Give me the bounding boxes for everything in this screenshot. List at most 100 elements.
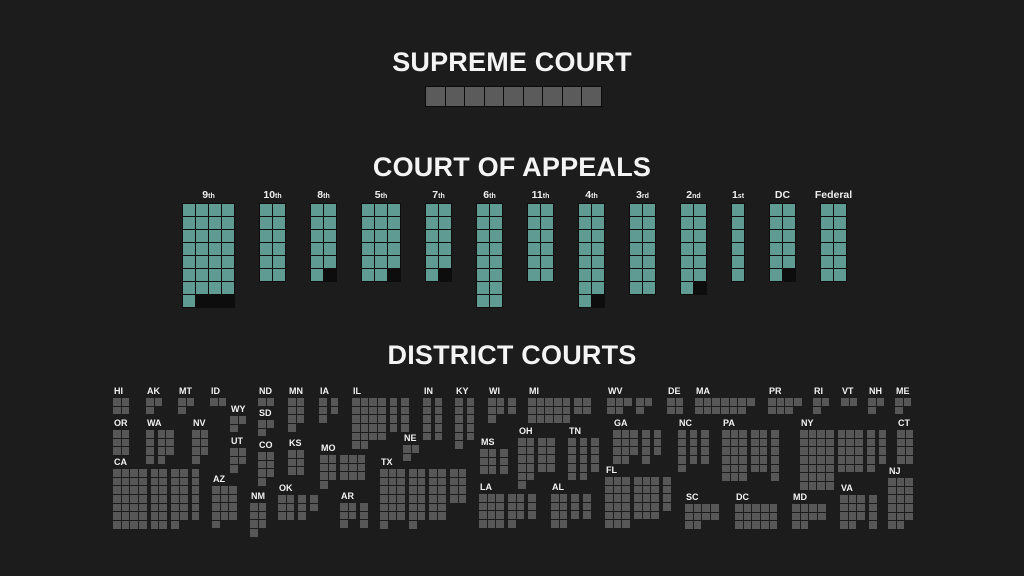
district-seat bbox=[296, 406, 305, 415]
appeals-seat bbox=[375, 204, 387, 216]
district-seat bbox=[738, 406, 747, 415]
district-seat bbox=[857, 503, 866, 512]
district-seat bbox=[622, 494, 631, 503]
district-seat bbox=[712, 398, 721, 406]
district-seat bbox=[730, 473, 739, 482]
district-seat bbox=[817, 447, 826, 456]
district-seat bbox=[562, 406, 571, 415]
state-ky: KY bbox=[455, 386, 478, 450]
district-block bbox=[352, 398, 386, 450]
district-seat bbox=[630, 447, 639, 456]
district-seat bbox=[574, 406, 583, 415]
district-seat bbox=[500, 449, 509, 457]
district-seat bbox=[605, 520, 613, 529]
district-seat bbox=[286, 512, 295, 521]
district-seat bbox=[130, 469, 139, 477]
district-block bbox=[330, 398, 339, 415]
state-label: OK bbox=[279, 483, 293, 493]
district-seat bbox=[150, 469, 159, 477]
district-block bbox=[258, 398, 275, 406]
district-block bbox=[653, 430, 662, 456]
district-seat bbox=[166, 438, 175, 447]
district-seat bbox=[554, 398, 562, 406]
district-seat bbox=[191, 512, 200, 521]
district-block bbox=[568, 438, 576, 481]
district-seat bbox=[388, 512, 397, 521]
state-mi: MI bbox=[528, 386, 595, 424]
district-seat bbox=[701, 430, 710, 438]
state-id: ID bbox=[210, 386, 230, 406]
state-label: WY bbox=[231, 404, 246, 414]
district-seat bbox=[759, 464, 768, 473]
district-seat bbox=[423, 415, 431, 424]
appeals-seat bbox=[630, 217, 642, 229]
district-seat bbox=[438, 512, 446, 521]
district-seat bbox=[360, 406, 369, 415]
district-block bbox=[320, 455, 337, 489]
district-seat bbox=[121, 438, 130, 447]
district-seat bbox=[423, 398, 431, 406]
appeals-seat bbox=[579, 256, 591, 268]
supreme-court-seat bbox=[543, 87, 562, 106]
district-seat bbox=[761, 521, 769, 530]
district-seat bbox=[130, 521, 139, 529]
district-seat bbox=[848, 521, 857, 529]
appeals-seat bbox=[273, 269, 285, 281]
district-seat bbox=[518, 438, 526, 446]
district-seat bbox=[500, 457, 509, 466]
state-label: MA bbox=[696, 386, 710, 396]
state-label: DC bbox=[736, 492, 749, 502]
district-seat bbox=[212, 503, 220, 512]
district-seat bbox=[192, 447, 200, 456]
appeals-seat bbox=[196, 230, 208, 242]
state-il: IL bbox=[352, 386, 413, 450]
state-label: AK bbox=[147, 386, 160, 396]
district-seat bbox=[702, 512, 711, 521]
district-block bbox=[146, 398, 163, 415]
district-seat bbox=[397, 477, 406, 486]
district-seat bbox=[258, 460, 266, 469]
circuit-label-text: 2 bbox=[686, 189, 693, 201]
district-seat bbox=[769, 521, 778, 530]
district-seat bbox=[130, 486, 139, 495]
district-seat bbox=[230, 416, 238, 424]
district-seat bbox=[622, 477, 631, 485]
district-seat bbox=[488, 466, 497, 475]
appeals-seat bbox=[260, 217, 272, 229]
district-seat bbox=[479, 494, 487, 502]
appeals-seat bbox=[388, 204, 400, 216]
district-block bbox=[449, 469, 467, 503]
appeals-seat bbox=[592, 217, 604, 229]
appeals-seat bbox=[681, 282, 693, 294]
appeals-seat bbox=[732, 269, 744, 281]
district-seat bbox=[730, 438, 739, 447]
district-block bbox=[113, 398, 130, 415]
district-seat bbox=[840, 503, 848, 512]
state-label: TN bbox=[569, 426, 581, 436]
circuit-seat-grid bbox=[310, 203, 337, 282]
appeals-seat bbox=[311, 230, 323, 242]
circuit-label: 6th bbox=[483, 189, 495, 201]
district-seat bbox=[693, 512, 702, 521]
district-seat bbox=[328, 463, 337, 472]
district-seat bbox=[488, 406, 496, 415]
district-seat bbox=[479, 511, 487, 520]
district-seat bbox=[771, 438, 780, 447]
state-label: IA bbox=[320, 386, 329, 396]
district-seat bbox=[678, 430, 686, 438]
district-seat bbox=[642, 503, 651, 511]
state-label: VA bbox=[841, 483, 853, 493]
district-seat bbox=[466, 432, 475, 441]
district-seat bbox=[455, 415, 463, 424]
district-seat bbox=[547, 464, 555, 472]
district-seat bbox=[538, 446, 547, 455]
district-seat bbox=[296, 415, 305, 424]
district-seat bbox=[613, 494, 622, 503]
district-seat bbox=[703, 398, 712, 406]
district-seat bbox=[238, 456, 247, 465]
circuit-label-suffix: th bbox=[323, 193, 330, 200]
district-seat bbox=[615, 398, 624, 406]
district-seat bbox=[171, 486, 179, 495]
appeals-seat bbox=[770, 217, 782, 229]
district-seat bbox=[229, 512, 238, 520]
